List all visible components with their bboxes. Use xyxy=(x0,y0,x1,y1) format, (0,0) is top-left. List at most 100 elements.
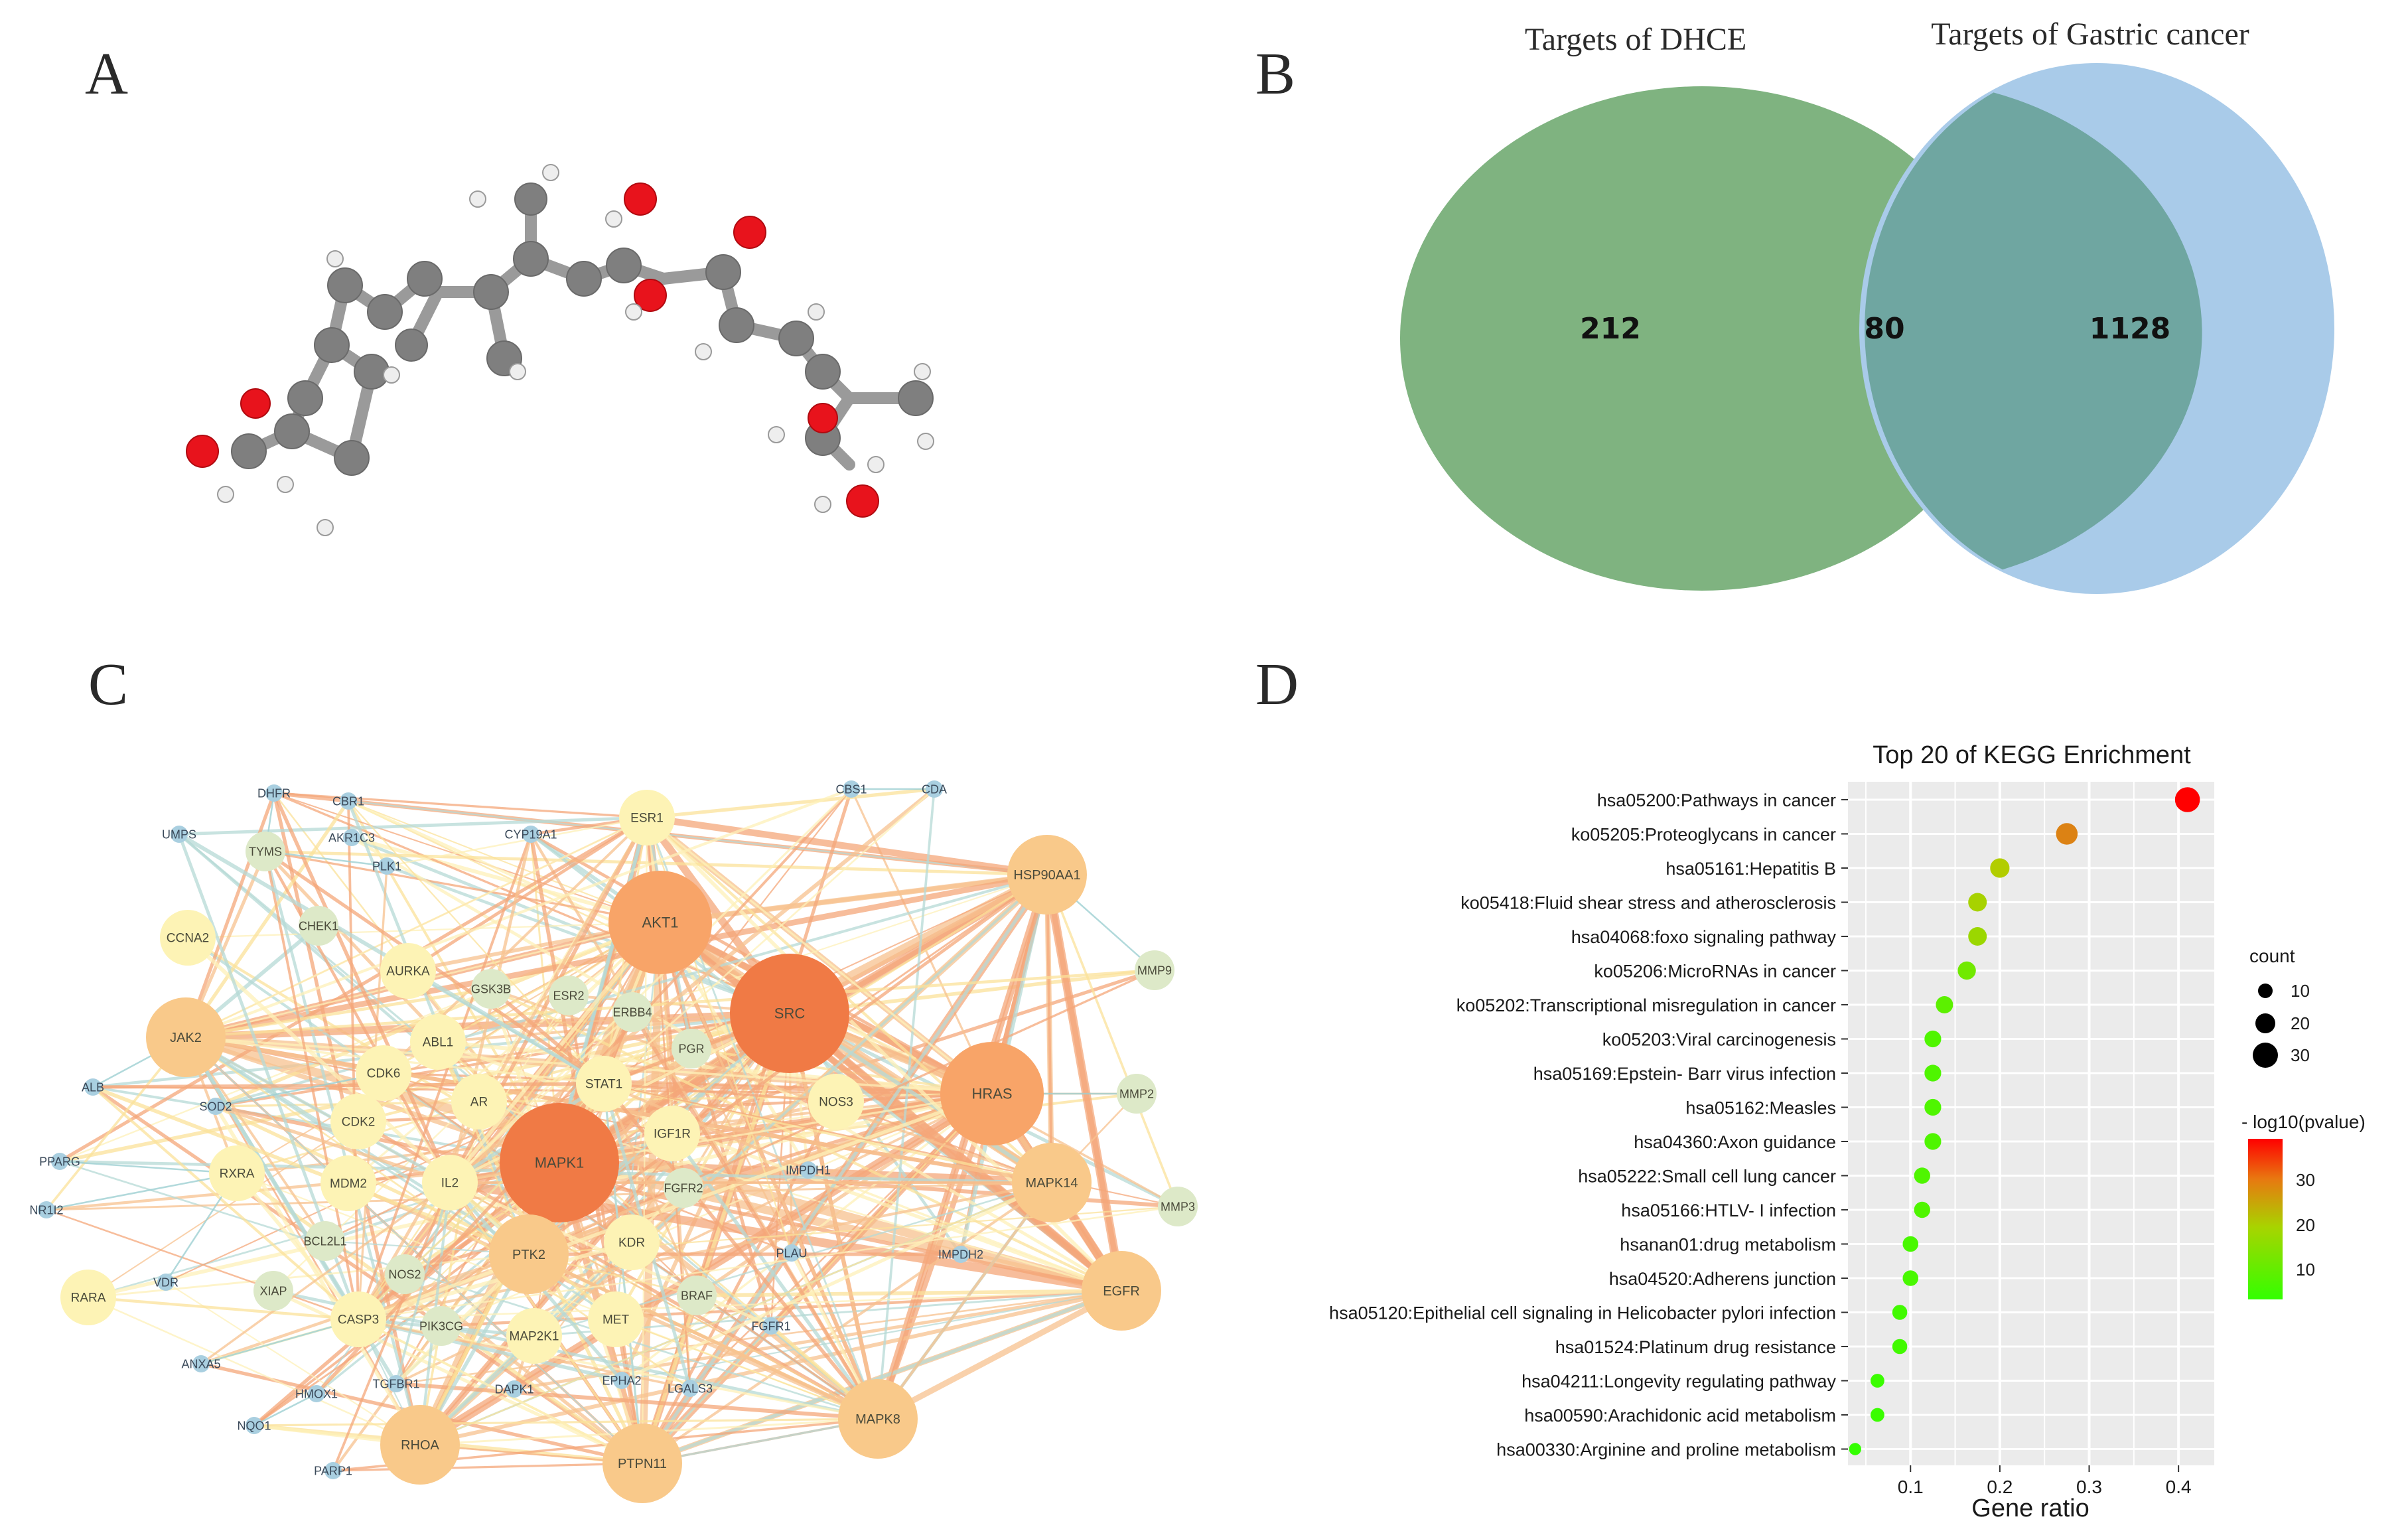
network-node-lgals3 xyxy=(681,1380,699,1397)
network-node-fgfr2 xyxy=(664,1168,703,1208)
network-node-label-map2k1: MAP2K1 xyxy=(510,1330,559,1344)
network-edge xyxy=(348,800,604,1084)
network-node-mmp3 xyxy=(1158,1187,1198,1226)
network-edge xyxy=(640,1013,792,1464)
network-edge xyxy=(621,1289,1122,1382)
network-node-anxa5 xyxy=(192,1355,210,1372)
network-node-xiap xyxy=(253,1271,293,1311)
network-node-label-pgr: PGR xyxy=(678,1042,704,1055)
network-edge xyxy=(646,816,993,1095)
network-node-label-igf1r: IGF1R xyxy=(654,1128,691,1141)
chart-title: Top 20 of KEGG Enrichment xyxy=(1873,741,2191,769)
network-node-plau xyxy=(783,1244,800,1262)
network-node-label-tgfbr1: TGFBR1 xyxy=(372,1377,419,1390)
network-edge xyxy=(59,1160,238,1175)
pvalue-legend-tick-20: 20 xyxy=(2296,1215,2315,1235)
network-node-ptpn11 xyxy=(602,1424,682,1503)
y-axis-label: hsa04211:Longevity regulating pathway xyxy=(1522,1372,1836,1392)
network-edge xyxy=(46,1172,238,1211)
network-edge xyxy=(358,1092,993,1321)
network-node-label-ccna2: CCNA2 xyxy=(167,932,209,946)
network-edge xyxy=(615,1319,879,1420)
x-tick-label: 0.2 xyxy=(1987,1477,2013,1497)
count-legend-label-30: 30 xyxy=(2291,1045,2310,1065)
network-node-label-cdk6: CDK6 xyxy=(367,1067,401,1081)
network-edge xyxy=(185,816,648,1039)
network-node-label-mmp9: MMP9 xyxy=(1137,964,1172,977)
network-node-label-alb: ALB xyxy=(82,1080,104,1094)
network-edge xyxy=(358,922,661,1320)
network-node-tyms xyxy=(246,832,285,871)
network-edge xyxy=(215,1072,384,1108)
network-edge xyxy=(395,1092,993,1385)
network-edge xyxy=(1042,873,1126,1292)
network-edge xyxy=(358,1181,1052,1321)
network-edge xyxy=(332,1182,451,1471)
network-edge xyxy=(646,814,1048,878)
network-edge xyxy=(528,1252,879,1421)
network-edge xyxy=(184,800,350,1039)
kegg-point-ko05418-fluid-shear-stress-and-atherosclerosis xyxy=(1968,893,1987,912)
network-node-pgr xyxy=(672,1029,711,1068)
network-edge xyxy=(877,788,936,1420)
network-edge xyxy=(641,1181,1053,1465)
network-node-label-akr1c3: AKR1C3 xyxy=(328,831,375,844)
kegg-point-hsa05222-small-cell-lung-cancer xyxy=(1914,1167,1930,1184)
network-node-pik3cg xyxy=(421,1306,461,1346)
network-node-akr1c3 xyxy=(343,829,360,846)
network-node-dapk1 xyxy=(506,1380,523,1398)
network-node-label-mapk1: MAPK1 xyxy=(535,1155,585,1171)
network-node-casp3 xyxy=(330,1291,386,1347)
network-node-label-stat1: STAT1 xyxy=(585,1078,622,1092)
network-node-label-vdr: VDR xyxy=(153,1276,178,1289)
network-node-label-bcl2l1: BCL2L1 xyxy=(303,1234,346,1248)
network-edge xyxy=(808,1169,1122,1292)
network-edge xyxy=(184,1036,326,1242)
y-axis-label: hsa04520:Adherens junction xyxy=(1609,1269,1836,1289)
y-axis-label: ko05205:Proteoglycans in cancer xyxy=(1571,825,1836,845)
network-edge xyxy=(185,871,1048,1041)
kegg-point-hsa00330-arginine-and-proline-metabolism xyxy=(1849,1443,1861,1455)
network-node-label-src: SRC xyxy=(774,1005,806,1022)
network-node-met xyxy=(588,1291,644,1347)
network-node-label-esr2: ESR2 xyxy=(553,989,584,1002)
venn-circle-dhce xyxy=(1400,86,2004,591)
panel-letter-d: D xyxy=(1255,652,1299,717)
network-node-nqo1 xyxy=(246,1417,263,1434)
network-edge xyxy=(877,874,1048,1420)
network-node-label-mmp3: MMP3 xyxy=(1161,1200,1195,1213)
network-node-label-casp3: CASP3 xyxy=(338,1313,379,1327)
network-node-mapk14 xyxy=(1012,1143,1092,1222)
network-node-label-rara: RARA xyxy=(71,1291,106,1305)
network-node-label-mdm2: MDM2 xyxy=(330,1177,367,1191)
network-edge xyxy=(88,1295,359,1321)
network-edge xyxy=(696,1289,1122,1297)
network-edge xyxy=(358,1205,1178,1321)
network-edge xyxy=(265,850,388,867)
network-node-cyp19a1 xyxy=(522,826,539,843)
network-node-ar xyxy=(451,1074,507,1130)
kegg-point-hsa04068-foxo-signaling-pathway xyxy=(1968,927,1987,946)
network-node-label-ar: AR xyxy=(470,1096,488,1110)
network-node-akt1 xyxy=(608,871,712,974)
network-node-label-parp1: PARP1 xyxy=(314,1464,352,1477)
network-node-label-akt1: AKT1 xyxy=(642,915,678,931)
network-node-cda xyxy=(926,780,943,798)
network-node-label-dhfr: DHFR xyxy=(257,786,291,800)
network-node-hmox1 xyxy=(308,1385,325,1402)
y-axis-label: hsa05161:Hepatitis B xyxy=(1665,859,1836,879)
network-edge xyxy=(449,1011,634,1184)
count-legend: count 10 20 30 xyxy=(2249,946,2310,1068)
network-node-label-hras: HRAS xyxy=(971,1086,1012,1102)
count-legend-label-20: 20 xyxy=(2291,1013,2310,1033)
kegg-point-hsa04211-longevity-regulating-pathway xyxy=(1871,1374,1884,1388)
network-node-impdh1 xyxy=(800,1161,817,1179)
network-node-label-erbb4: ERBB4 xyxy=(612,1005,652,1019)
network-node-label-hmox1: HMOX1 xyxy=(295,1387,338,1400)
network-edge xyxy=(178,816,648,836)
kegg-point-ko05205-proteoglycans-in-cancer xyxy=(2056,823,2078,845)
network-edge xyxy=(449,995,569,1183)
kegg-point-hsa05161-hepatitis-b xyxy=(1990,858,2010,878)
network-edge xyxy=(264,850,451,1184)
pvalue-colorbar xyxy=(2248,1139,2283,1299)
